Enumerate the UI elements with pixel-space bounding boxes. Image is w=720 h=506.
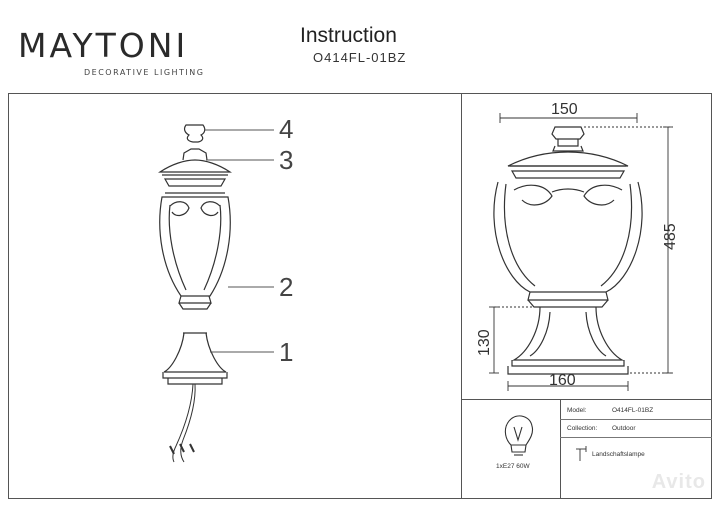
callout-1: 1 — [279, 337, 294, 367]
part-1-base-drawing — [162, 332, 228, 385]
bulb-icon — [504, 415, 534, 456]
dimension-height: 485 — [662, 223, 679, 250]
dimension-base-height: 130 — [476, 329, 493, 356]
callout-leaders — [205, 129, 274, 353]
part-4-cap-drawing — [183, 124, 206, 143]
dimension-top-width: 150 — [551, 101, 578, 118]
brand-logo: MAYTONI — [18, 26, 189, 65]
document-model-code: O414FL-01BZ — [313, 50, 407, 65]
part-3-roof-drawing — [158, 148, 232, 187]
callout-2: 2 — [279, 272, 294, 302]
collection-value: Outdoor — [612, 425, 636, 432]
brand-tagline: DECORATIVE LIGHTING — [84, 68, 205, 77]
info-table — [560, 399, 712, 499]
lamp-type-icon — [576, 446, 587, 461]
dimension-base-width: 160 — [549, 372, 576, 389]
callout-3: 3 — [279, 145, 294, 175]
assembled-lamp-drawing — [493, 126, 643, 375]
part-2-body-drawing — [159, 192, 231, 310]
callout-4: 4 — [279, 114, 294, 144]
lamp-type-value: Landschaftslampe — [592, 451, 645, 458]
model-label: Model: — [567, 407, 587, 414]
info-table-row-divider — [560, 419, 712, 420]
watermark: Avito — [651, 471, 706, 493]
info-table-row-divider — [560, 437, 712, 438]
document-title: Instruction — [300, 24, 397, 47]
cable-drawing — [169, 383, 196, 463]
model-value: O414FL-01BZ — [612, 407, 654, 414]
bulb-spec: 1xE27 60W — [496, 463, 530, 470]
dimension-lines — [489, 113, 673, 391]
collection-label: Collection: — [567, 425, 598, 432]
